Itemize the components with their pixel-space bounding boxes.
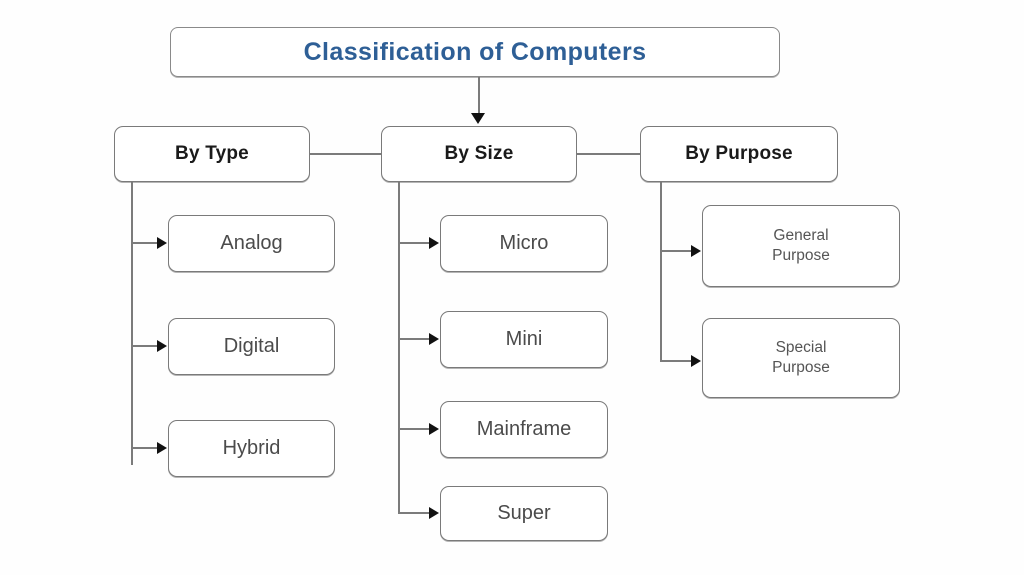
node-category-by-size-label: By Size	[444, 143, 514, 165]
arrowhead-digital	[157, 340, 167, 352]
node-leaf-super[interactable]: Super	[440, 486, 608, 541]
node-leaf-mini-label: Mini	[505, 328, 543, 351]
edge-bytype-to-bysize	[310, 153, 381, 155]
arrowhead-super	[429, 507, 439, 519]
edge-bysize-to-micro	[398, 242, 431, 244]
edge-bypurpose-spine	[660, 182, 662, 362]
node-title-label: Classification of Computers	[303, 37, 647, 66]
node-category-by-purpose-label: By Purpose	[685, 143, 793, 165]
node-leaf-analog-label: Analog	[220, 232, 283, 255]
edge-bypurpose-to-special	[660, 360, 693, 362]
edge-bysize-to-mainframe	[398, 428, 431, 430]
node-category-by-purpose[interactable]: By Purpose	[640, 126, 838, 182]
arrowhead-micro	[429, 237, 439, 249]
node-leaf-analog[interactable]: Analog	[168, 215, 335, 272]
edge-bysize-to-bypurpose	[577, 153, 640, 155]
edge-bytype-to-analog	[131, 242, 159, 244]
node-title[interactable]: Classification of Computers	[170, 27, 780, 77]
edge-title-to-bysize	[478, 77, 480, 115]
edge-bytype-to-digital	[131, 345, 159, 347]
edge-bysize-spine	[398, 182, 400, 513]
node-leaf-general-purpose-line2: Purpose	[772, 247, 830, 264]
node-leaf-hybrid-label: Hybrid	[222, 437, 281, 460]
edge-bytype-spine	[131, 182, 133, 465]
arrowhead-special-purpose	[691, 355, 701, 367]
edge-bytype-to-hybrid	[131, 447, 159, 449]
node-leaf-special-purpose-line2: Purpose	[772, 359, 830, 376]
arrowhead-title-to-bysize	[471, 113, 485, 124]
node-leaf-special-purpose[interactable]: Special Purpose	[702, 318, 900, 398]
node-leaf-mainframe-label: Mainframe	[476, 418, 572, 441]
node-leaf-micro[interactable]: Micro	[440, 215, 608, 272]
arrowhead-mainframe	[429, 423, 439, 435]
node-leaf-mini[interactable]: Mini	[440, 311, 608, 368]
node-leaf-super-label: Super	[497, 502, 551, 525]
arrowhead-analog	[157, 237, 167, 249]
node-leaf-general-purpose[interactable]: General Purpose	[702, 205, 900, 287]
node-leaf-general-purpose-line1: General	[773, 226, 829, 244]
node-leaf-digital-label: Digital	[223, 335, 280, 358]
node-category-by-type[interactable]: By Type	[114, 126, 310, 182]
edge-bypurpose-to-general	[660, 250, 693, 252]
node-leaf-special-purpose-line1: Special	[775, 338, 827, 356]
node-category-by-type-label: By Type	[175, 143, 249, 165]
edge-bysize-to-mini	[398, 338, 431, 340]
node-leaf-digital[interactable]: Digital	[168, 318, 335, 375]
arrowhead-general-purpose	[691, 245, 701, 257]
node-leaf-mainframe[interactable]: Mainframe	[440, 401, 608, 458]
node-leaf-hybrid[interactable]: Hybrid	[168, 420, 335, 477]
node-category-by-size[interactable]: By Size	[381, 126, 577, 182]
arrowhead-mini	[429, 333, 439, 345]
edge-bysize-to-super	[398, 512, 431, 514]
node-leaf-micro-label: Micro	[499, 232, 549, 255]
arrowhead-hybrid	[157, 442, 167, 454]
